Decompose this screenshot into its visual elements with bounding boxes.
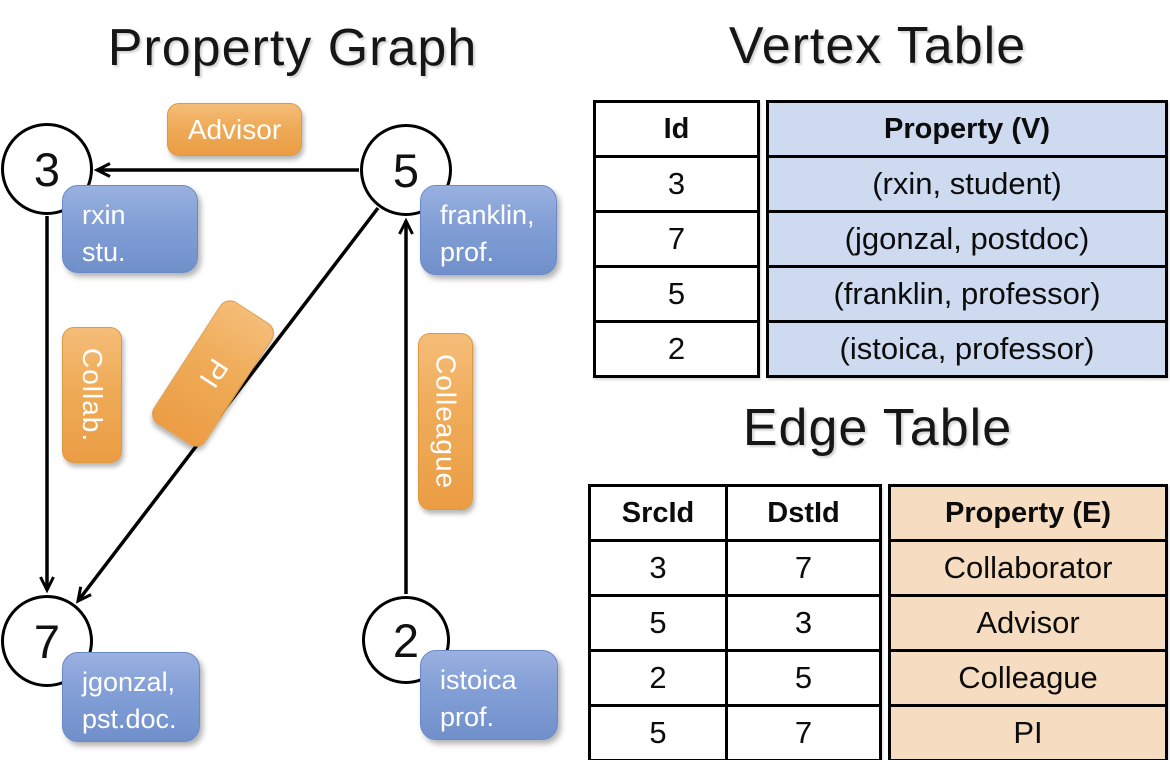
edge-srcid-cell: 2 xyxy=(649,660,667,695)
edge-property-cell: Colleague xyxy=(891,649,1165,704)
vertex-property-5-line2: prof. xyxy=(440,237,495,268)
vertex-id-2: 2 xyxy=(392,613,420,667)
vertex-property-7-line1: jgonzal, xyxy=(82,667,176,697)
vertex-property-box-5: franklin, prof. xyxy=(420,185,557,275)
vertex-property-2-line2: prof. xyxy=(440,702,495,733)
edge-label-advisor-text: Advisor xyxy=(187,113,282,145)
edge-table-property-column: Property (E) Collaborator Advisor Collea… xyxy=(888,484,1168,760)
vertex-id-cell: 5 xyxy=(596,265,757,320)
edge-table-header-dstid: DstId xyxy=(725,487,879,539)
vertex-id-cell: 3 xyxy=(596,155,757,210)
vertex-table-header-id: Id xyxy=(663,112,690,145)
vertex-property-cell: (jgonzal, postdoc) xyxy=(769,210,1165,265)
vertex-id-cell: 2 xyxy=(596,320,757,375)
edge-dstid-cell: 5 xyxy=(725,652,879,704)
vertex-id-3: 3 xyxy=(33,142,61,196)
edge-label-pi-text: PI xyxy=(192,353,235,395)
vertex-property-2-line1: istoica xyxy=(440,665,517,695)
vertex-property-7-line2: pst.doc. xyxy=(82,704,177,735)
edge-srcid-cell: 3 xyxy=(649,550,667,585)
vertex-id-7: 7 xyxy=(33,614,61,668)
edge-table-ids-columns: SrcId DstId 3 7 5 3 2 5 5 7 xyxy=(588,484,882,760)
vertex-property-cell: (rxin, student) xyxy=(769,155,1165,210)
vertex-table-title: Vertex Table xyxy=(728,17,1027,75)
edge-label-collab: Collab. xyxy=(62,327,122,463)
edge-label-colleague: Colleague xyxy=(418,333,473,510)
vertex-circle-5: 5 xyxy=(360,124,452,216)
edge-dstid-cell: 3 xyxy=(725,597,879,649)
edge-table-header-property: Property (E) xyxy=(891,487,1165,539)
vertex-property-cell: (istoica, professor) xyxy=(769,320,1165,375)
edge-label-colleague-text: Colleague xyxy=(430,353,462,490)
vertex-property-3-line2: stu. xyxy=(82,237,126,268)
vertex-table-header-property: Property (V) xyxy=(769,103,1165,155)
edge-property-cell: Advisor xyxy=(891,594,1165,649)
vertex-property-box-3: rxin stu. xyxy=(62,185,198,273)
edge-dstid-cell: 7 xyxy=(725,707,879,759)
vertex-property-cell: (franklin, professor) xyxy=(769,265,1165,320)
vertex-circle-2: 2 xyxy=(362,596,450,684)
vertex-id-5: 5 xyxy=(392,143,420,197)
edge-label-advisor: Advisor xyxy=(167,103,302,156)
vertex-table-id-column: Id 3 7 5 2 xyxy=(593,100,760,378)
vertex-property-box-7: jgonzal, pst.doc. xyxy=(62,652,200,742)
edge-table-title: Edge Table xyxy=(742,399,1013,457)
edge-label-collab-text: Collab. xyxy=(77,347,108,443)
vertex-property-3-line1: rxin xyxy=(82,200,126,230)
vertex-property-box-2: istoica prof. xyxy=(420,650,558,740)
vertex-id-cell: 7 xyxy=(596,210,757,265)
graph-title: Property Graph xyxy=(107,19,478,77)
edge-srcid-cell: 5 xyxy=(649,605,667,640)
vertex-table-property-column: Property (V) (rxin, student) (jgonzal, p… xyxy=(766,100,1168,378)
edge-property-cell: PI xyxy=(891,704,1165,759)
edge-table-header-srcid: SrcId xyxy=(621,496,695,529)
vertex-property-5-line1: franklin, xyxy=(440,200,535,230)
edge-property-cell: Collaborator xyxy=(891,539,1165,594)
edge-srcid-cell: 5 xyxy=(649,715,667,750)
edge-dstid-cell: 7 xyxy=(725,542,879,594)
